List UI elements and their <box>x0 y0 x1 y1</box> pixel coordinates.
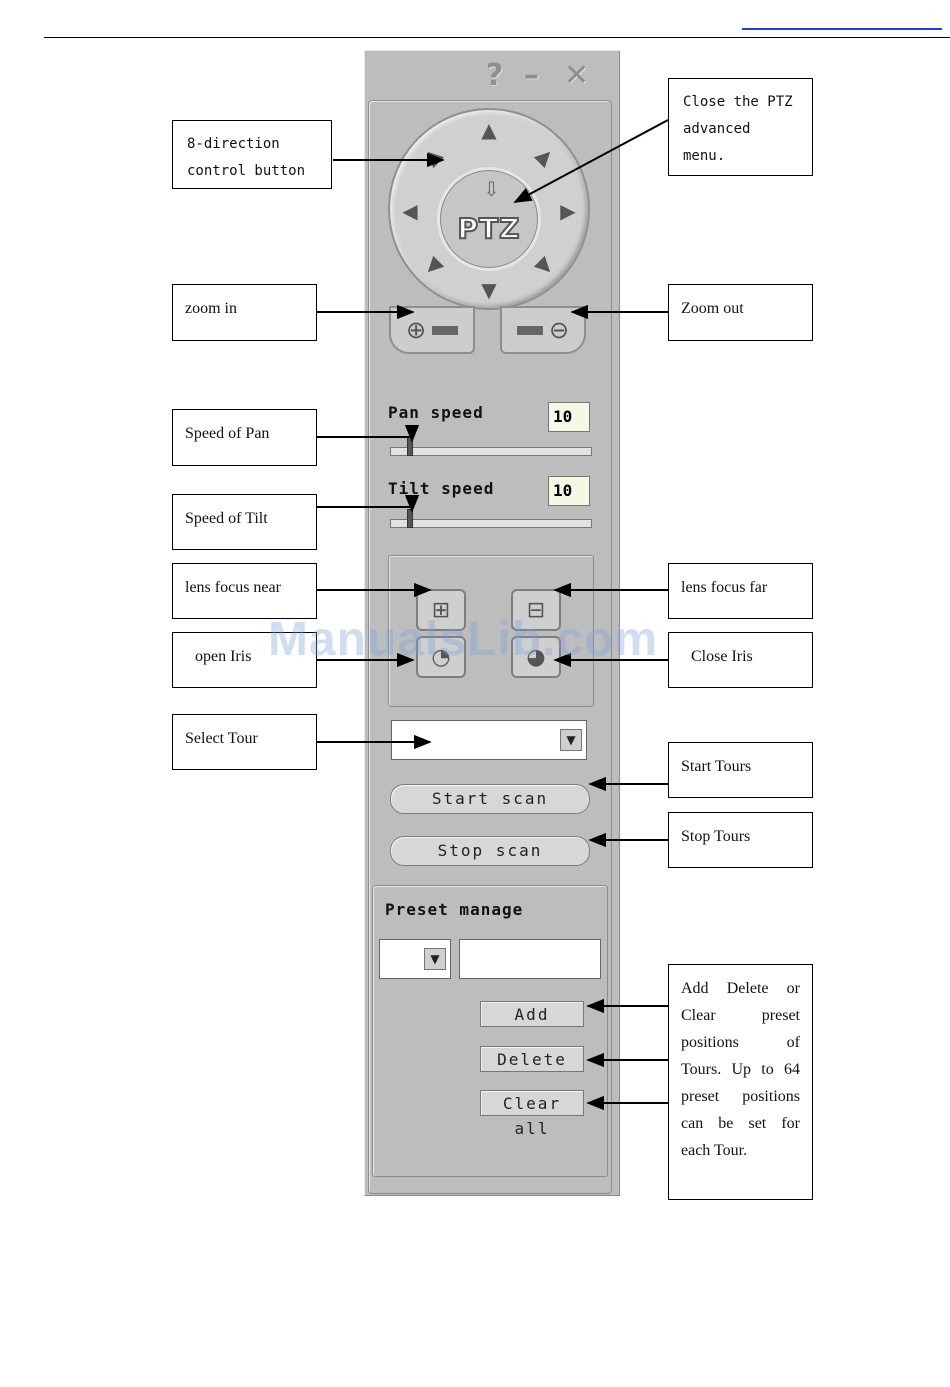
tilt-speed-value[interactable]: 10 <box>548 476 590 506</box>
zoom-bar-icon <box>516 325 543 335</box>
collapse-arrow-icon: ⇩ <box>483 177 500 201</box>
note-tilt-speed: Speed of Tilt <box>172 494 317 550</box>
pan-speed-label: Pan speed <box>388 403 484 422</box>
preset-delete-button[interactable]: Delete <box>480 1046 584 1072</box>
start-scan-button[interactable]: Start scan <box>390 784 590 814</box>
arrow-tilt-speed <box>317 494 420 513</box>
panel-body <box>368 100 612 1194</box>
note-close-iris: Close Iris <box>668 632 813 688</box>
arrow-down-icon[interactable]: ▼ <box>481 278 497 302</box>
stop-scan-button[interactable]: Stop scan <box>390 836 590 866</box>
preset-number-select[interactable]: ▼ <box>379 939 451 979</box>
pan-speed-value[interactable]: 10 <box>548 402 590 432</box>
minus-circle-icon: ⊖ <box>548 316 570 344</box>
dropdown-arrow-icon[interactable]: ▼ <box>424 948 446 970</box>
arrow-pan-speed <box>317 424 420 443</box>
zoom-bar-icon <box>432 325 459 335</box>
focus-far-button[interactable]: ⊟ <box>511 589 561 631</box>
plus-square-icon: ⊞ <box>431 597 451 623</box>
open-iris-button[interactable]: ◔ <box>416 636 466 678</box>
focus-near-button[interactable]: ⊞ <box>416 589 466 631</box>
note-start-tours: Start Tours <box>668 742 813 798</box>
lens-iris-group: ⊞ ⊟ ◔ ◕ <box>388 555 594 707</box>
note-focus-far: lens focus far <box>668 563 813 619</box>
preset-name-input[interactable] <box>459 939 601 979</box>
iris-close-icon: ◕ <box>526 644 546 670</box>
ptz-label: PTZ <box>457 211 521 246</box>
arrow-left-icon[interactable]: ◀ <box>402 199 418 223</box>
note-focus-near: lens focus near <box>172 563 317 619</box>
preset-clear-all-button[interactable]: Clear all <box>480 1090 584 1138</box>
note-preset-description: Add Delete or Clear preset positions of … <box>668 964 813 1200</box>
tilt-speed-label: Tilt speed <box>388 479 495 498</box>
minimize-icon[interactable]: – <box>524 58 539 93</box>
arrow-close-menu <box>513 119 669 203</box>
header-rule <box>44 37 950 38</box>
note-close-ptz-menu: Close the PTZ advanced menu. <box>668 78 813 176</box>
arrow-up-icon[interactable]: ▲ <box>481 118 497 142</box>
dropdown-arrow-icon[interactable]: ▼ <box>560 729 582 751</box>
arrow-right-icon[interactable]: ▶ <box>560 199 576 223</box>
note-pan-speed: Speed of Pan <box>172 409 317 466</box>
preset-add-button[interactable]: Add <box>480 1001 584 1027</box>
header-link-underline <box>742 28 942 30</box>
help-icon[interactable]: ? <box>486 58 504 93</box>
close-icon[interactable]: ✕ <box>564 58 590 93</box>
pan-speed-slider[interactable] <box>390 447 592 456</box>
ptz-center-button[interactable]: ⇩ PTZ <box>440 170 538 268</box>
note-direction-control: 8-direction control button <box>172 120 332 189</box>
minus-square-icon: ⊟ <box>526 597 546 623</box>
note-zoom-in: zoom in <box>172 284 317 341</box>
plus-circle-icon: ⊕ <box>405 316 427 344</box>
note-open-iris: open Iris <box>172 632 317 688</box>
iris-open-icon: ◔ <box>431 644 451 670</box>
note-stop-tours: Stop Tours <box>668 812 813 868</box>
tilt-speed-slider[interactable] <box>390 519 592 528</box>
note-zoom-out: Zoom out <box>668 284 813 341</box>
note-select-tour: Select Tour <box>172 714 317 770</box>
preset-manage-group: Preset manage ▼ Add Delete Clear all <box>372 885 608 1177</box>
preset-manage-title: Preset manage <box>385 900 524 919</box>
ptz-panel: ? – ✕ ▲ ▲ ▶ ▲ ▼ ▲ ◀ ▲ ⇩ PTZ ⊕ ⊖ Pan spee… <box>364 50 620 1196</box>
panel-titlebar: ? – ✕ <box>364 50 620 98</box>
